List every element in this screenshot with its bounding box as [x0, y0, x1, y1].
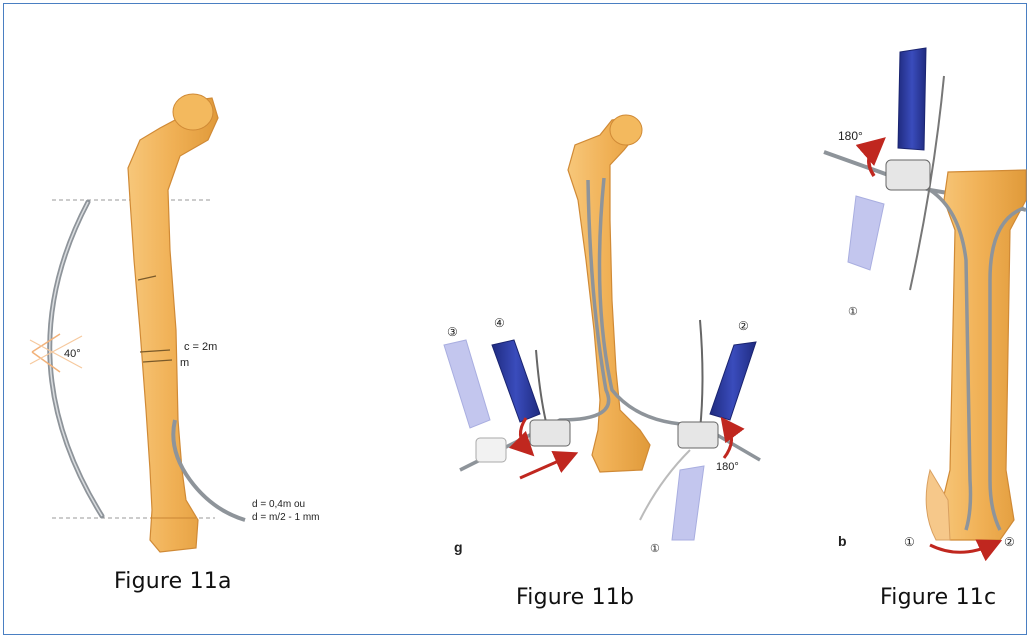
marker-c-bottom-left: ①: [904, 535, 915, 549]
femur-bone: [128, 98, 218, 552]
panel-letter-b: g: [454, 539, 463, 555]
marker-right-top: ②: [738, 319, 749, 333]
clamp-right: [678, 422, 718, 448]
push-arrow-left: [520, 456, 570, 478]
clamp-left: [530, 420, 570, 446]
handle-c: [898, 48, 926, 150]
d-label-line2: d = m/2 - 1 mm: [252, 512, 320, 523]
marker-c-bottom-right: ②: [1004, 535, 1015, 549]
caption-figure-11c: Figure 11c: [880, 585, 996, 610]
caption-figure-11a: Figure 11a: [114, 569, 232, 594]
caption-figure-11b: Figure 11b: [516, 585, 634, 610]
panel-letter-c: b: [838, 533, 847, 549]
rotation-label-c: 180°: [838, 129, 863, 143]
tibia-bone: [938, 170, 1026, 540]
figure-11a: 40° c = 2m m d = 0,4m ou d = m/2 - 1 mm: [30, 94, 320, 552]
femoral-head: [173, 94, 213, 130]
angle-label: 40°: [64, 348, 81, 360]
rotation-arrow-left: [520, 418, 528, 450]
m-label: m: [180, 357, 189, 369]
clamp-c: [886, 160, 930, 190]
instrument-left: [536, 350, 548, 430]
marker-ghost-c: ①: [848, 306, 858, 318]
ghost-handle-c: [848, 196, 884, 270]
marker-left-back: ③: [447, 325, 458, 339]
figure-11c: ① 180° ① ② b: [824, 48, 1026, 552]
marker-right-bottom: ①: [650, 543, 660, 555]
d-label-line1: d = 0,4m ou: [252, 499, 305, 510]
handle-right: [710, 342, 756, 420]
rotation-label-b: 180°: [716, 461, 739, 473]
instrument-right: [700, 320, 703, 430]
ghost-handle-right: [672, 466, 704, 540]
ghost-handle-left: [444, 340, 490, 428]
angle-wedge: [32, 334, 60, 372]
marker-left-front: ④: [494, 316, 505, 330]
figure-11b: ③ ④ ② 180° ① g: [444, 115, 760, 555]
handle-left: [492, 340, 540, 422]
c-label: c = 2m: [184, 341, 217, 353]
ghost-clamp-left: [476, 438, 506, 462]
rotation-arrow-c-bottom: [930, 544, 994, 552]
